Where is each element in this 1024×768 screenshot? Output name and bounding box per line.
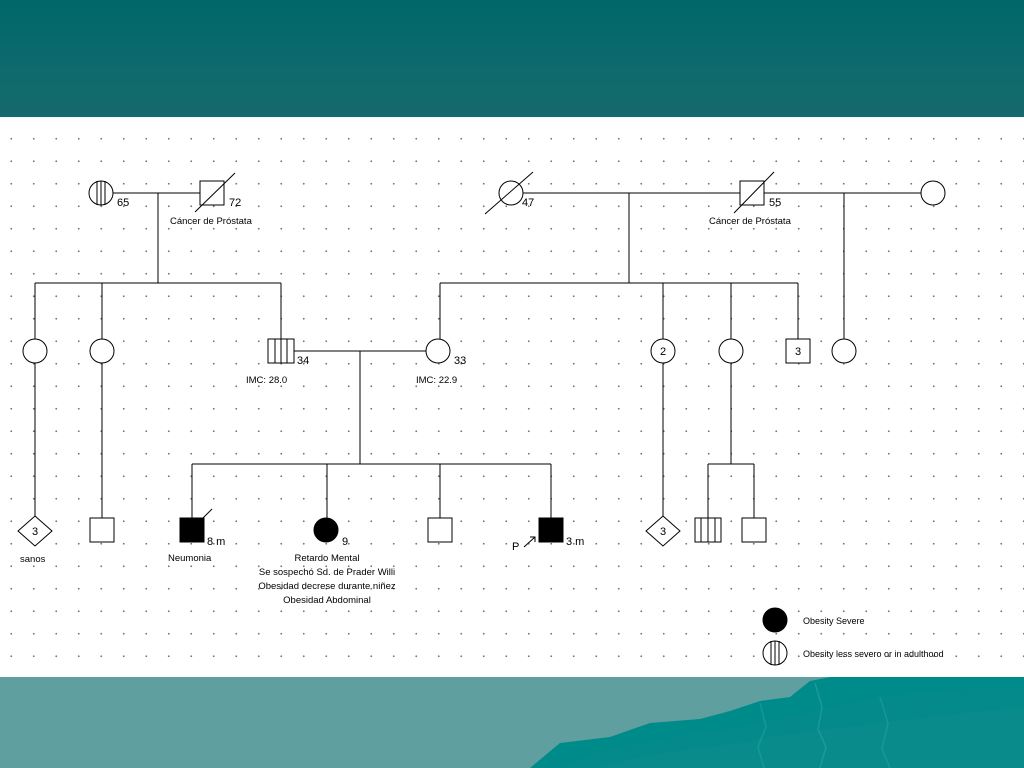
maternal-grandmother [484, 171, 534, 215]
paternal-grandfather-age: 72 [229, 197, 241, 209]
sibling-2-note-4: Obesidad Abdominal [283, 595, 371, 606]
paternal-grandfather-condition: Cáncer de Próstata [170, 216, 253, 227]
sibling-1 [179, 508, 213, 543]
pedigree-canvas [0, 117, 1024, 677]
legend-less-severe-label: Obesity less severo or in adulthood [803, 649, 944, 659]
proband-age: 3 m [566, 536, 584, 548]
legend-severe-symbol [762, 607, 788, 633]
proband-arrow-icon [523, 536, 536, 548]
cousins-right-count: 3 [660, 526, 666, 538]
sibling-1-age: 8 m [207, 536, 225, 548]
cousins-left-group: 3 [17, 515, 53, 547]
paternal-grandfather [194, 172, 236, 213]
father-bmi: IMC: 28.0 [246, 375, 287, 386]
legend-less-severe-symbol [762, 640, 788, 666]
paternal-aunt-1 [22, 338, 48, 364]
legend: Obesity Severe Obesity less severo or in… [762, 607, 944, 666]
proband [538, 517, 564, 543]
maternal-uncles-count: 3 [795, 346, 801, 358]
cousins-left-note: sanos [20, 554, 46, 565]
maternal-grandfather-age: 55 [769, 197, 781, 209]
mother-age: 33 [454, 355, 466, 367]
cousin-affected-mild [694, 517, 722, 543]
father [267, 338, 295, 364]
sibling-1-note: Neumonia [168, 553, 212, 564]
sibling-2-note-1: Retardo Mental [295, 553, 360, 564]
sibling-3 [427, 517, 453, 543]
maternal-grandfather [733, 171, 775, 214]
cousin-male-right [741, 517, 767, 543]
sibling-2-age: 9 [342, 536, 348, 548]
maternal-grandfather-condition: Cáncer de Próstata [709, 216, 792, 227]
cousins-left-count: 3 [32, 526, 38, 538]
cousins-right-group: 3 [645, 515, 681, 547]
sibling-2-note-2: Se sospechó Sd. de Prader Willi [259, 567, 395, 578]
maternal-aunts-count: 2 [660, 346, 666, 358]
pedigree-lines [34, 192, 921, 518]
paternal-grandmother-age: 65 [117, 197, 129, 209]
paternal-grandmother [88, 180, 114, 206]
father-age: 34 [297, 355, 309, 367]
maternal-aunt [718, 338, 744, 364]
title-banner [0, 0, 1024, 117]
sibling-2-note-3: Obesidad decrese durante niñez [258, 581, 396, 592]
cousin-male [89, 517, 115, 543]
legend-severe-label: Obesity Severe [803, 616, 865, 626]
mountain-decoration [530, 677, 1024, 768]
mother-bmi: IMC: 22.9 [416, 375, 457, 386]
paternal-aunt-2 [89, 338, 115, 364]
half-aunt [831, 338, 857, 364]
maternal-grandfather-second-partner [920, 180, 946, 206]
maternal-uncles-group: 3 [785, 338, 811, 364]
maternal-grandmother-age: 47 [522, 197, 534, 209]
proband-marker: P [512, 541, 519, 553]
footer-band [0, 677, 1024, 768]
maternal-aunts-group: 2 [650, 338, 676, 364]
mother [425, 338, 451, 364]
sibling-2 [313, 517, 339, 543]
